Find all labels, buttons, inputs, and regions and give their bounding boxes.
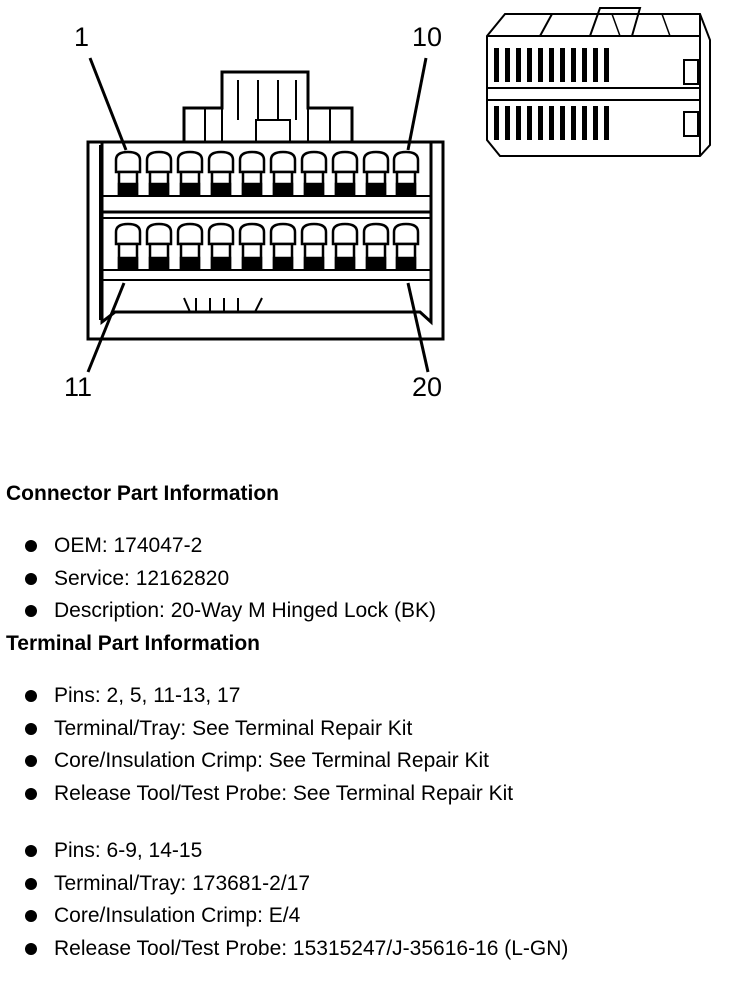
- list-item: Terminal/Tray: See Terminal Repair Kit: [6, 713, 732, 746]
- pin-leader-lines: [86, 57, 430, 373]
- terminal-info-heading: Terminal Part Information: [6, 632, 260, 656]
- list-item: Description: 20-Way M Hinged Lock (BK): [6, 595, 732, 628]
- connector-iso-cavities: [494, 48, 609, 140]
- connector-info-heading: Connector Part Information: [6, 482, 280, 505]
- list-item: Pins: 2, 5, 11-13, 17: [6, 680, 732, 713]
- terminal-group-2-list: Pins: 6-9, 14-15 Terminal/Tray: 173681-2…: [6, 835, 732, 966]
- top-row-cavities: [114, 150, 420, 196]
- list-item: Terminal/Tray: 173681-2/17: [6, 868, 732, 901]
- list-item: Release Tool/Test Probe: See Terminal Re…: [6, 778, 732, 811]
- connector-face-drawing: [86, 7, 711, 373]
- pin-label-20: 20: [412, 372, 443, 402]
- terminal-group-1-list: Pins: 2, 5, 11-13, 17 Terminal/Tray: See…: [6, 680, 732, 811]
- list-item: Release Tool/Test Probe: 15315247/J-3561…: [6, 933, 732, 966]
- list-item: Service: 12162820: [6, 563, 732, 596]
- part-information: Connector Part Information OEM: 174047-2…: [6, 480, 732, 966]
- bottom-row-cavities: [114, 222, 420, 270]
- connector-iso-view: [486, 7, 711, 157]
- list-item: OEM: 174047-2: [6, 530, 732, 563]
- connector-diagram: 1 10 11 20: [0, 0, 736, 430]
- pin-label-11: 11: [64, 372, 93, 402]
- list-item: Core/Insulation Crimp: See Terminal Repa…: [6, 745, 732, 778]
- list-item: Pins: 6-9, 14-15: [6, 835, 732, 868]
- pin-label-10: 10: [412, 22, 443, 52]
- pin-label-1: 1: [74, 22, 90, 52]
- list-item: Core/Insulation Crimp: E/4: [6, 900, 732, 933]
- connector-info-list: OEM: 174047-2 Service: 12162820 Descript…: [6, 530, 732, 628]
